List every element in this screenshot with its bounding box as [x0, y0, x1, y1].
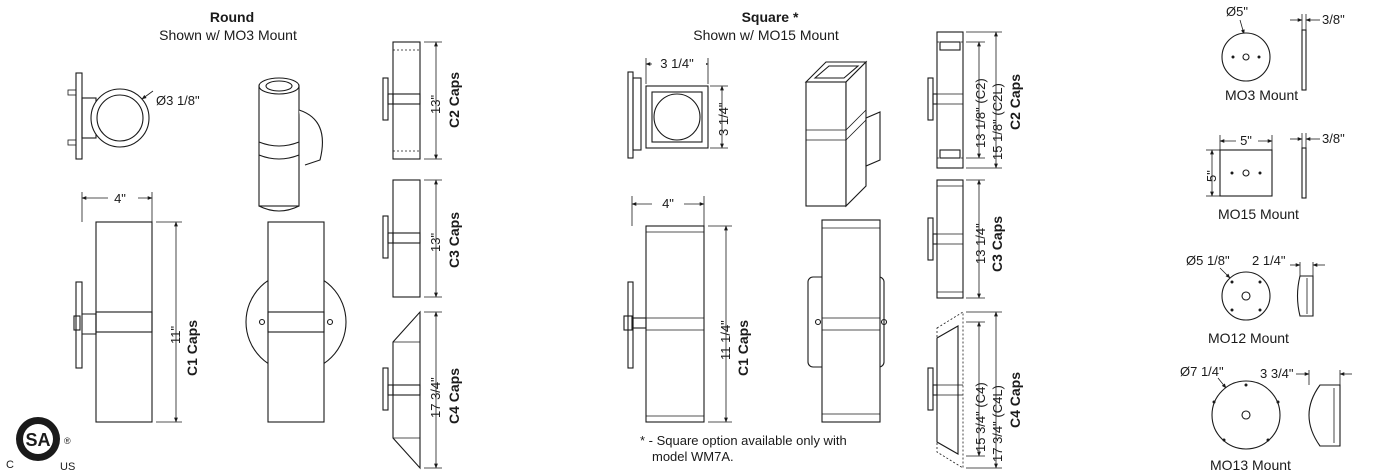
mo13-depth: 3 3/4" — [1260, 366, 1294, 381]
round-c1-height: 11" — [168, 326, 183, 344]
round-title: Round — [210, 9, 254, 25]
square-title: Square * — [742, 9, 799, 25]
csa-reg: ® — [64, 436, 71, 446]
round-c4-label: C4 Caps — [446, 368, 462, 424]
round-width-label: 4" — [114, 191, 126, 206]
round-c4: 17 3/4" C4 Caps — [382, 310, 462, 470]
round-diameter-label: Ø3 1/8" — [156, 93, 200, 108]
square-c2-h2: 15 1/8" (C2L) — [990, 83, 1005, 160]
square-c3-label: C3 Caps — [989, 216, 1005, 272]
square-c1-height: 11 1/4" — [718, 320, 733, 360]
round-c2-label: C2 Caps — [446, 72, 462, 128]
square-top-width: 3 1/4" — [660, 56, 694, 71]
mo3-diameter: Ø5" — [1226, 4, 1248, 19]
mo3-depth: 3/8" — [1322, 12, 1345, 27]
square-width-label: 4" — [662, 196, 674, 211]
square-footnote-1: * - Square option available only with — [640, 433, 847, 448]
square-c1-label: C1 Caps — [735, 320, 751, 376]
round-subtitle: Shown w/ MO3 Mount — [159, 27, 297, 43]
round-c3: 13" C3 Caps — [382, 179, 462, 298]
round-c2-height: 13" — [428, 95, 443, 114]
mo13-mount: Ø7 1/4" 3 3/4" MO13 Mount — [1180, 364, 1352, 473]
round-c1-front — [245, 221, 347, 423]
square-c4-h1: 15 3/4" (C4) — [973, 382, 988, 452]
square-3d-view — [804, 60, 881, 208]
square-c1-front — [807, 219, 888, 423]
square-top-height: 3 1/4" — [716, 102, 731, 136]
csa-us: US — [60, 461, 75, 473]
svg-text:SA: SA — [25, 430, 50, 450]
mo12-depth: 2 1/4" — [1252, 253, 1286, 268]
square-c1-side: 4" 11 1/4" C1 Caps — [623, 196, 751, 423]
square-c2-label: C2 Caps — [1007, 74, 1023, 130]
mo12-mount: Ø5 1/8" 2 1/4" MO12 Mount — [1186, 253, 1325, 346]
square-c2-h1: 13 1/8" (C2) — [973, 78, 988, 148]
round-c3-height: 13" — [428, 233, 443, 252]
square-c4-h2: 17 3/4" (C4L) — [990, 385, 1005, 462]
mo12-name: MO12 Mount — [1208, 330, 1289, 346]
mo13-name: MO13 Mount — [1210, 457, 1291, 473]
round-c1-label: C1 Caps — [184, 320, 200, 376]
round-c4-height: 17 3/4" — [428, 377, 443, 418]
round-top-view: Ø3 1/8" — [67, 72, 200, 160]
round-c1-side: 4" 11" C1 Caps — [73, 191, 200, 423]
round-c3-label: C3 Caps — [446, 212, 462, 268]
square-c3: 13 1/4" C3 Caps — [927, 179, 1005, 299]
square-subtitle: Shown w/ MO15 Mount — [693, 27, 839, 43]
mo3-name: MO3 Mount — [1225, 87, 1298, 103]
square-footnote-2: model WM7A. — [652, 449, 734, 464]
csa-logo: SA ® C US — [6, 417, 75, 473]
mo12-diameter: Ø5 1/8" — [1186, 253, 1230, 268]
square-c2: 13 1/8" (C2) 15 1/8" (C2L) C2 Caps — [927, 31, 1023, 169]
square-c3-height: 13 1/4" — [973, 223, 988, 264]
square-top-view: 3 1/4" 3 1/4" — [627, 56, 731, 159]
mo15-name: MO15 Mount — [1218, 206, 1299, 222]
round-3d-view — [258, 77, 323, 212]
mo15-mount: 5" 5" 3/8" MO15 Mount — [1204, 131, 1345, 222]
mo3-mount: Ø5" 3/8" MO3 Mount — [1221, 4, 1345, 103]
mo15-width: 5" — [1240, 133, 1252, 148]
mo13-diameter: Ø7 1/4" — [1180, 364, 1224, 379]
mo15-depth: 3/8" — [1322, 131, 1345, 146]
round-c2: 13" C2 Caps — [382, 41, 462, 160]
square-c4-label: C4 Caps — [1007, 372, 1023, 428]
csa-c: C — [6, 459, 14, 471]
square-c4: 15 3/4" (C4) 17 3/4" (C4L) C4 Caps — [927, 311, 1023, 469]
mo15-height: 5" — [1204, 170, 1219, 182]
